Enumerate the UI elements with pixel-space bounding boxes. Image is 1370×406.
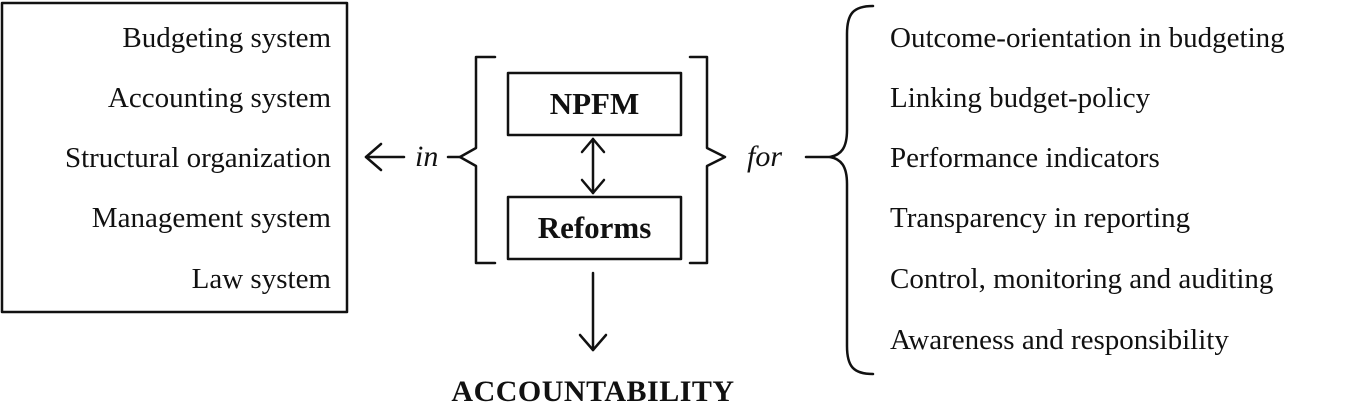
center-left-bracket bbox=[458, 55, 497, 265]
double-arrow-head-down bbox=[580, 178, 606, 195]
double-arrow-head-up bbox=[580, 137, 606, 154]
right-item-linking: Linking budget-policy bbox=[890, 82, 1151, 114]
left-item-budgeting: Budgeting system bbox=[122, 22, 331, 54]
left-item-structural: Structural organization bbox=[64, 142, 331, 174]
center-right-bracket bbox=[688, 55, 727, 265]
npfm-label: NPFM bbox=[549, 86, 640, 121]
reforms-label: Reforms bbox=[537, 210, 652, 245]
right-item-control: Control, monitoring and auditing bbox=[890, 263, 1274, 295]
right-curly-brace bbox=[828, 4, 875, 376]
down-arrow-head bbox=[578, 333, 608, 352]
right-item-performance: Performance indicators bbox=[890, 142, 1160, 174]
left-item-law: Law system bbox=[191, 263, 331, 295]
accountability-label: ACCOUNTABILITY bbox=[451, 375, 735, 406]
left-item-management: Management system bbox=[91, 202, 331, 234]
left-box bbox=[0, 1, 349, 314]
npfm-box bbox=[506, 71, 683, 137]
left-item-accounting: Accounting system bbox=[107, 82, 331, 114]
in-label: in bbox=[415, 140, 439, 173]
right-item-outcome: Outcome-orientation in budgeting bbox=[890, 22, 1285, 54]
reforms-box bbox=[506, 195, 683, 261]
for-label: for bbox=[747, 140, 783, 173]
in-arrow-head bbox=[364, 142, 383, 172]
right-item-awareness: Awareness and responsibility bbox=[890, 324, 1229, 356]
right-item-transparency: Transparency in reporting bbox=[890, 202, 1191, 234]
